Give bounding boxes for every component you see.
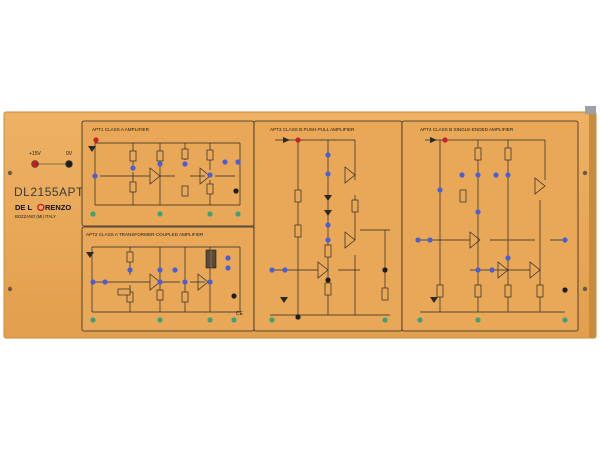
brand-logo-o xyxy=(37,203,45,212)
socket-blue[interactable] xyxy=(325,171,331,177)
socket-blue[interactable] xyxy=(475,267,481,273)
socket-green[interactable] xyxy=(207,317,213,323)
socket-green[interactable] xyxy=(475,317,481,323)
socket-blue[interactable] xyxy=(505,255,511,261)
socket-black[interactable] xyxy=(382,267,388,273)
socket-black[interactable] xyxy=(295,314,301,320)
socket-blue[interactable] xyxy=(475,172,481,178)
socket-green[interactable] xyxy=(90,317,96,323)
socket-blue[interactable] xyxy=(427,237,433,243)
socket-blue[interactable] xyxy=(157,267,163,273)
apt1-diode xyxy=(88,146,96,152)
socket-blue[interactable] xyxy=(493,172,499,178)
socket-blue[interactable] xyxy=(325,222,331,228)
company-address: BOZZANO (MI) ITALY xyxy=(15,214,56,219)
socket-blue[interactable] xyxy=(102,279,108,285)
module-apt2 xyxy=(81,226,255,332)
socket-blue[interactable] xyxy=(222,159,228,165)
apt1-sockets xyxy=(90,137,241,217)
socket-blue[interactable] xyxy=(207,172,213,178)
socket-green[interactable] xyxy=(90,211,96,217)
socket-blue[interactable] xyxy=(459,172,465,178)
socket-blue[interactable] xyxy=(130,165,136,171)
socket-blue[interactable] xyxy=(182,161,188,167)
brand-prefix: DE L xyxy=(15,203,33,212)
socket-blue[interactable] xyxy=(225,255,231,261)
ce-mark: CE xyxy=(236,311,244,317)
socket-blue[interactable] xyxy=(90,279,96,285)
socket-green[interactable] xyxy=(207,211,213,217)
module-apt1 xyxy=(81,120,255,227)
socket-blue[interactable] xyxy=(505,172,511,178)
socket-green[interactable] xyxy=(157,211,163,217)
apt2-circuit xyxy=(91,246,241,313)
socket-blue[interactable] xyxy=(325,237,331,243)
apt3-sockets xyxy=(269,137,388,323)
mounting-screw xyxy=(7,170,13,176)
supply-ground-label: 0V xyxy=(66,151,73,157)
apt2-sockets xyxy=(90,255,237,323)
module-apt3-title: APT3 CLASS B PUSH-PULL AMPLIFIER xyxy=(270,127,355,132)
socket-blue[interactable] xyxy=(127,267,133,273)
socket-red[interactable] xyxy=(93,137,99,143)
socket-blue[interactable] xyxy=(269,267,275,273)
socket-blue[interactable] xyxy=(182,279,188,285)
socket-blue[interactable] xyxy=(562,237,568,243)
socket-red[interactable] xyxy=(442,137,448,143)
socket-blue[interactable] xyxy=(325,152,331,158)
socket-red[interactable] xyxy=(295,137,301,143)
apt4-diodes xyxy=(430,137,438,303)
brand-suffix: RENZO xyxy=(45,203,71,212)
socket-blue[interactable] xyxy=(415,237,421,243)
mounting-screw xyxy=(582,286,588,292)
module-apt1-title: APT1 CLASS A AMPLIFIER xyxy=(92,127,150,132)
socket-blue[interactable] xyxy=(225,265,231,271)
module-apt4 xyxy=(401,120,579,332)
socket-black[interactable] xyxy=(562,287,568,293)
socket-blue[interactable] xyxy=(437,187,443,193)
model-code: DL2155APT xyxy=(14,185,84,199)
socket-blue[interactable] xyxy=(157,279,163,285)
socket-black[interactable] xyxy=(231,293,237,299)
apt4-circuit xyxy=(418,139,565,313)
socket-green[interactable] xyxy=(382,317,388,323)
supply-positive-label: +15V xyxy=(29,151,41,157)
socket-blue[interactable] xyxy=(282,267,288,273)
module-apt2-title: APT2 CLASS A TRANSFORMER-COUPLED AMPLIFI… xyxy=(86,232,204,237)
socket-blue[interactable] xyxy=(157,161,163,167)
socket-green[interactable] xyxy=(269,317,275,323)
apt1-circuit xyxy=(94,142,241,206)
panel-bracket xyxy=(585,106,596,114)
socket-blue[interactable] xyxy=(207,279,213,285)
socket-green[interactable] xyxy=(157,317,163,323)
module-apt4-title: APT4 CLASS B SINGLE-ENDED AMPLIFIER xyxy=(420,127,514,132)
socket-blue[interactable] xyxy=(489,267,495,273)
apt3-diodes xyxy=(280,137,332,303)
socket-black[interactable] xyxy=(325,277,331,283)
mounting-screw xyxy=(582,170,588,176)
socket-blue[interactable] xyxy=(475,209,481,215)
socket-blue[interactable] xyxy=(92,173,98,179)
socket-green[interactable] xyxy=(231,317,237,323)
panel-right-edge xyxy=(589,112,596,338)
apt2-diode xyxy=(86,252,94,258)
socket-green[interactable] xyxy=(417,317,423,323)
apt4-sockets xyxy=(415,137,568,323)
transformer-icon xyxy=(205,249,217,269)
socket-blue[interactable] xyxy=(172,267,178,273)
mounting-screw xyxy=(7,286,13,292)
socket-black[interactable] xyxy=(233,188,239,194)
socket-green[interactable] xyxy=(562,317,568,323)
socket-blue[interactable] xyxy=(235,159,241,165)
socket-green[interactable] xyxy=(235,211,241,217)
